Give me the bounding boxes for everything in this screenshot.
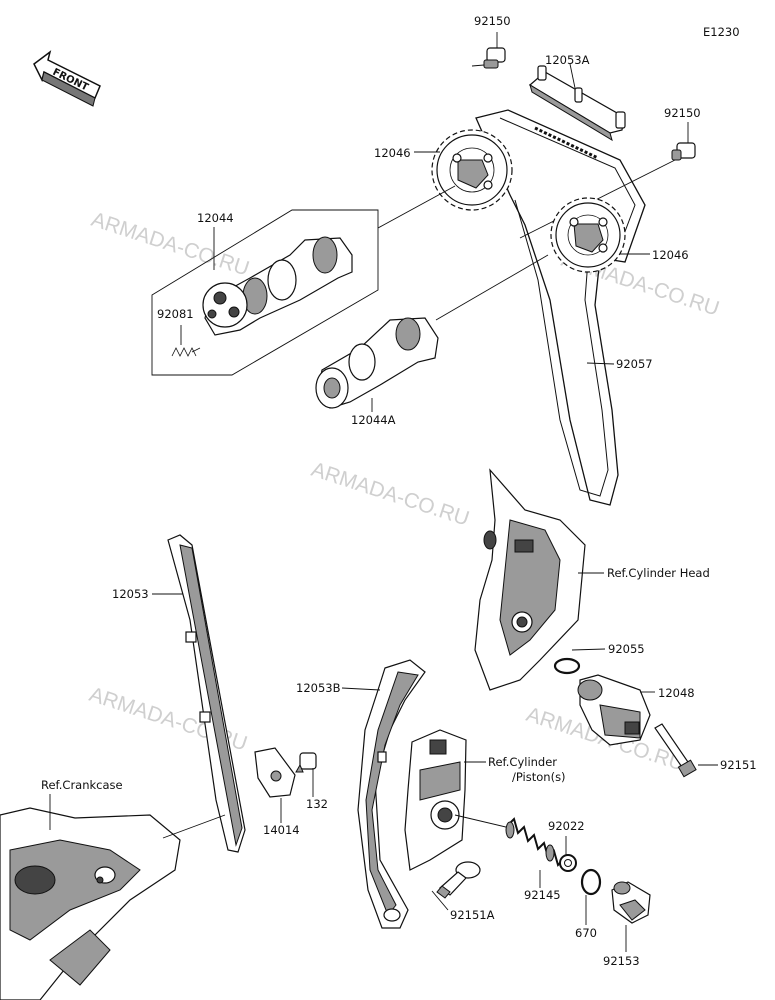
label-ref-cylinder-head: Ref.Cylinder Head	[607, 566, 710, 580]
label-12046-left: 12046	[374, 146, 411, 160]
sprocket-12046-right	[550, 197, 626, 273]
label-12053: 12053	[112, 587, 149, 601]
camshaft-12044-box	[151, 209, 379, 376]
bolt-92151	[654, 723, 697, 778]
label-92022: 92022	[548, 819, 585, 833]
bolt-92151A	[436, 861, 481, 899]
camshaft-12044	[202, 236, 353, 336]
label-92150-top: 92150	[474, 14, 511, 28]
label-12044A: 12044A	[351, 413, 396, 427]
bolt-132	[295, 752, 317, 773]
chain-guide-12053B	[357, 659, 426, 929]
label-92153: 92153	[603, 954, 640, 968]
diagram-code: E1230	[703, 25, 740, 39]
bolt-92150-right	[671, 122, 696, 161]
label-ref-cylinder-piston-1: Ref.Cylinder	[488, 755, 557, 769]
tensioner-12048	[577, 674, 651, 746]
label-670: 670	[575, 926, 597, 940]
label-12048: 12048	[658, 686, 695, 700]
label-132: 132	[306, 797, 328, 811]
label-12053B: 12053B	[296, 681, 341, 695]
label-ref-crankcase: Ref.Crankcase	[41, 778, 123, 792]
label-12046-right: 12046	[652, 248, 689, 262]
cylinder-head-reference	[474, 468, 586, 691]
label-14014: 14014	[263, 823, 300, 837]
crankcase-reference	[0, 807, 181, 1000]
oring-92055	[553, 657, 581, 675]
sprocket-12046-left	[431, 129, 513, 211]
label-92055: 92055	[608, 642, 645, 656]
label-92081: 92081	[157, 307, 194, 321]
oring-670	[580, 868, 602, 896]
washer-92022	[559, 854, 577, 872]
cylinder-piston-reference	[404, 729, 467, 871]
label-ref-cylinder-piston-2: /Piston(s)	[512, 770, 566, 784]
watermark-3: ARMADA-CO.RU	[308, 458, 472, 531]
label-12044: 12044	[197, 211, 234, 225]
label-92057: 92057	[616, 357, 653, 371]
label-12053A: 12053A	[545, 53, 590, 67]
spring-92081	[171, 347, 201, 357]
chain-guide-12053A	[528, 63, 626, 142]
front-arrow-icon: FRONT	[33, 50, 101, 107]
camshaft-12044A	[315, 317, 439, 409]
label-92150-right: 92150	[664, 106, 701, 120]
label-92145: 92145	[524, 888, 561, 902]
bolt-92150-top	[483, 32, 506, 69]
label-92151: 92151	[720, 758, 757, 772]
plug-92153	[611, 881, 651, 924]
plate-14014	[254, 747, 296, 798]
spring-92145	[505, 817, 565, 867]
label-92151A: 92151A	[450, 908, 495, 922]
chain-guide-12053	[167, 534, 246, 853]
timing-chain-92057	[475, 109, 646, 506]
